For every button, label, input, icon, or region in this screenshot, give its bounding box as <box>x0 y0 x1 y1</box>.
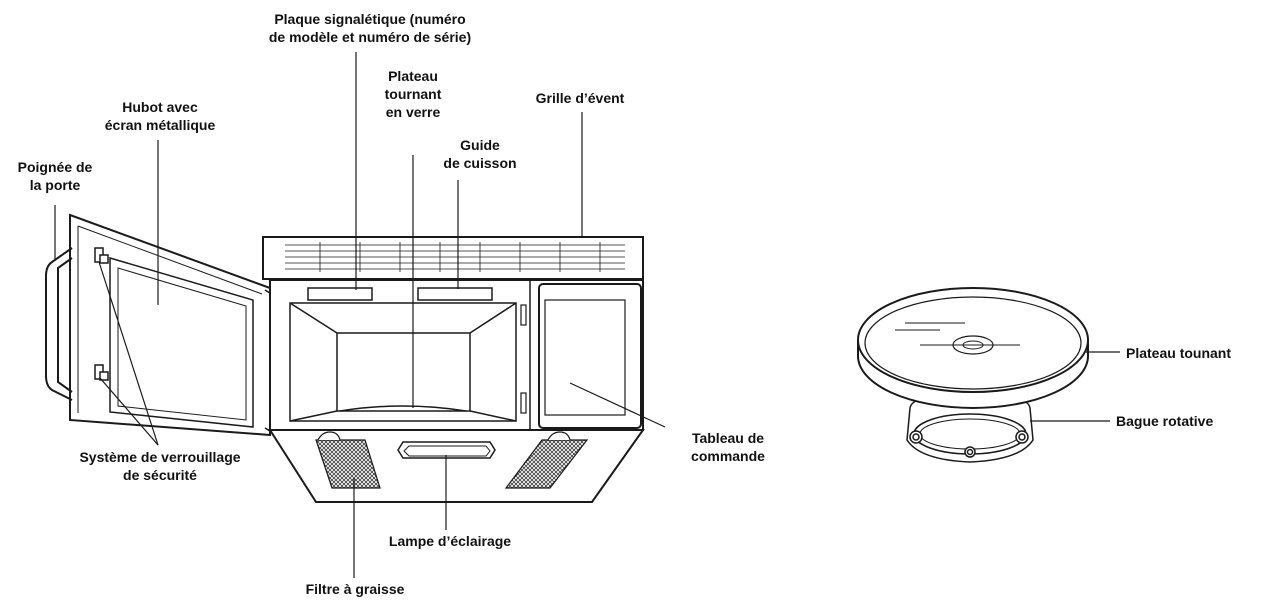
label-roller-ring: Bague rotative <box>1116 413 1214 429</box>
label-control-panel: Tableau de commande <box>691 430 765 464</box>
label-grease-filter: Filtre à graisse <box>305 581 405 597</box>
control-panel <box>538 283 642 429</box>
bottom-housing <box>268 429 645 503</box>
grease-filter-right <box>504 439 589 489</box>
vent-grille <box>262 236 644 280</box>
label-safety-lock: Système de verrouillage de sécurité <box>79 449 241 483</box>
label-turntable: Plateau tounant <box>1126 345 1232 361</box>
label-nameplate: Plaque signalétique (numéro de modèle et… <box>268 11 472 45</box>
label-door-handle: Poignée de la porte <box>17 159 93 193</box>
door-handle <box>45 247 73 401</box>
label-cooking-guide: Guide de cuisson <box>443 137 517 171</box>
grease-filter-left <box>315 439 381 489</box>
label-glass-turntable: Plateau tournant en verre <box>384 68 442 120</box>
light-lamp <box>397 441 496 459</box>
label-vent-grille: Grille d’évent <box>535 90 625 106</box>
label-hood-metal-screen: Hubot avec écran métallique <box>104 99 216 133</box>
safety-lock-latches <box>94 247 109 381</box>
leader-lines <box>54 52 1120 578</box>
turntable-plate <box>857 287 1089 409</box>
label-light-lamp: Lampe d’éclairage <box>388 533 512 549</box>
open-door <box>69 213 279 437</box>
